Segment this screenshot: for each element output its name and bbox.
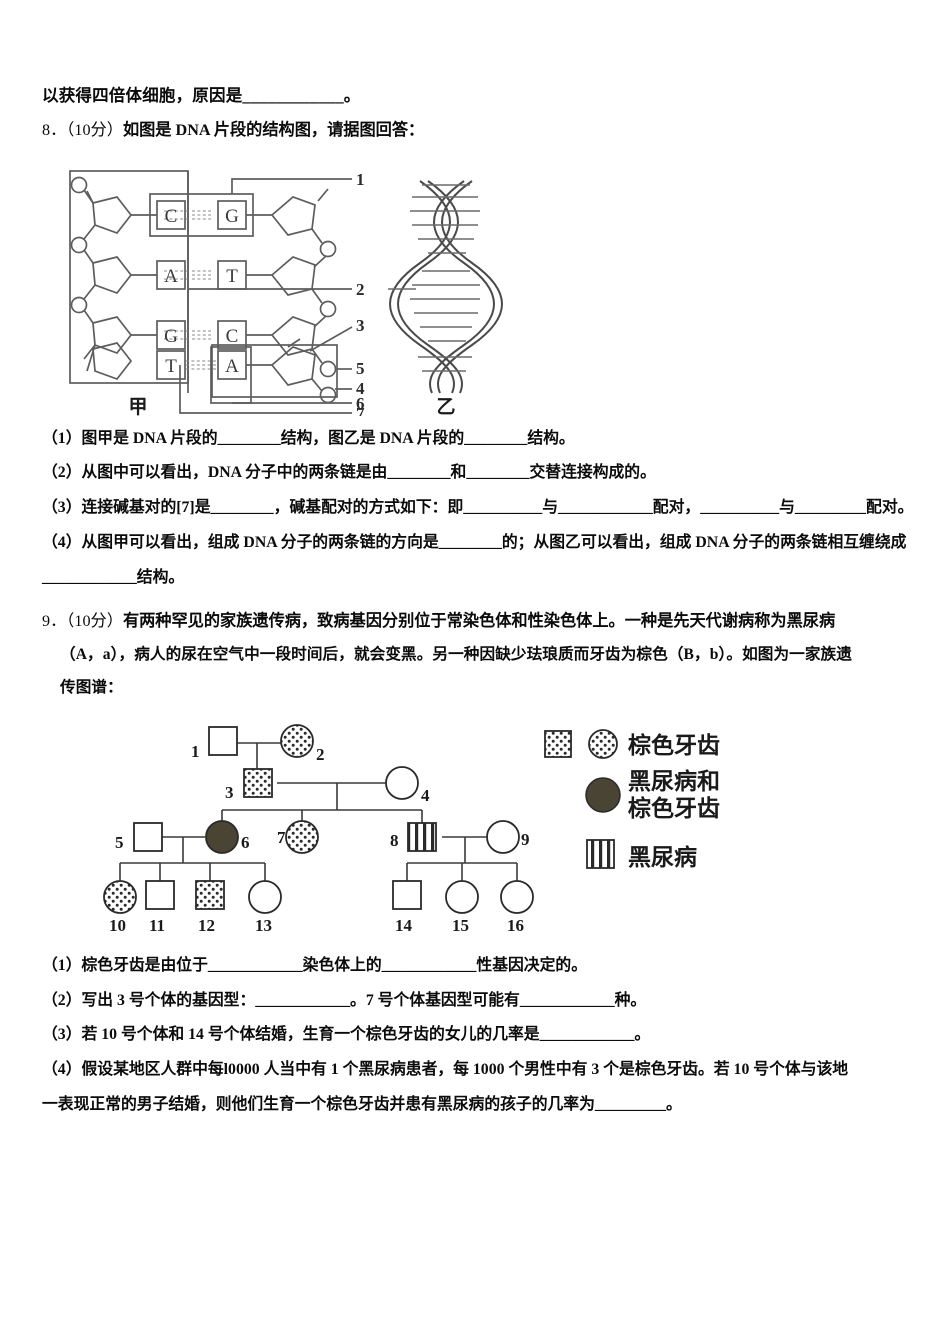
dna-callout-2: 2 — [356, 280, 365, 299]
legend-label-alkaptonuria: 黑尿病 — [628, 844, 697, 870]
question-8-sub-1: （1）图甲是 DNA 片段的________结构，图乙是 DNA 片段的____… — [42, 429, 575, 447]
dna-diagram-svg: C A G T G T C A 1 2 3 5 4 6 7 — [69, 170, 503, 416]
pedigree-individual-16 — [500, 879, 534, 914]
base-left-1: C — [165, 206, 178, 227]
legend-label-brown-teeth: 棕色牙齿 — [628, 732, 720, 758]
pedigree-label-14: 14 — [395, 916, 413, 935]
pedigree-label-10: 10 — [109, 916, 126, 935]
pedigree-individual-15 — [445, 879, 479, 914]
question-9-text-line-3: 传图谱： — [60, 679, 123, 697]
dna-caption-right: 乙 — [436, 397, 455, 416]
dna-callout-3: 3 — [356, 316, 365, 335]
pedigree-label-8: 8 — [390, 831, 399, 850]
legend-icon-brown-teeth-square — [544, 729, 572, 758]
base-left-4: T — [165, 356, 177, 377]
question-8-score: （10分） — [66, 121, 123, 140]
pedigree-individual-4 — [385, 765, 419, 800]
pedigree-individual-7 — [285, 819, 319, 854]
pedigree-individual-2 — [280, 723, 314, 758]
question-9-sub-2: （2）写出 3 号个体的基因型：____________。7 号个体基因型可能有… — [42, 991, 647, 1009]
base-left-3: G — [164, 326, 178, 347]
question-9-score: （10分） — [66, 612, 123, 631]
pedigree-label-3: 3 — [225, 783, 234, 802]
question-8-number: 8． — [42, 121, 67, 140]
legend-label-both-line1: 黑尿病和 — [628, 768, 720, 794]
pedigree-label-13: 13 — [255, 916, 272, 935]
base-right-1: G — [225, 206, 239, 227]
dna-callout-5: 5 — [356, 359, 365, 378]
question-9-text-line-1: 有两种罕见的家族遗传病，致病基因分别位于常染色体和性染色体上。一种是先天代谢病称… — [122, 612, 836, 631]
question-9-sub-4: （4）假设某地区人群中每l0000 人当中有 1 个黑尿病患者，每 1000 个… — [42, 1061, 849, 1079]
pedigree-label-2: 2 — [316, 745, 325, 764]
question-8-stem: 8．（10分）如图是 DNA 片段的结构图，请据图回答： — [42, 114, 915, 146]
question-9-sub-4-cont: 一表现正常的男子结婚，则他们生育一个棕色牙齿并患有黑尿病的孩子的几率为_____… — [42, 1095, 682, 1113]
dna-callout-7: 7 — [356, 404, 365, 416]
pedigree-figure: 1 2 3 4 5 6 7 8 9 10 11 12 13 14 15 16 — [87, 715, 787, 945]
pedigree-individual-9 — [486, 819, 520, 854]
dna-callout-4: 4 — [356, 379, 365, 398]
pedigree-label-11: 11 — [149, 916, 165, 935]
dna-caption-left: 甲 — [128, 397, 147, 416]
base-right-4: A — [225, 356, 239, 377]
pedigree-label-5: 5 — [115, 833, 124, 852]
pedigree-individual-8 — [407, 821, 437, 852]
dna-figure: C A G T G T C A 1 2 3 5 4 6 7 — [60, 161, 530, 416]
legend-icon-brown-teeth-circle — [588, 728, 618, 759]
base-right-3: C — [226, 326, 239, 347]
pedigree-individual-12 — [195, 879, 225, 910]
pedigree-individual-6 — [205, 819, 239, 854]
pedigree-label-12: 12 — [198, 916, 215, 935]
question-8-text: 如图是 DNA 片段的结构图，请据图回答： — [122, 121, 425, 140]
pedigree-individual-3 — [243, 767, 273, 798]
pedigree-label-7: 7 — [277, 828, 286, 847]
pedigree-individual-5 — [133, 821, 163, 852]
question-9-sub-1: （1）棕色牙齿是由位于____________染色体上的____________… — [42, 956, 587, 974]
intro-line: 以获得四倍体细胞，原因是____________。 — [42, 86, 361, 105]
question-9-number: 9． — [42, 612, 67, 631]
pedigree-individual-14 — [392, 879, 422, 910]
pedigree-individual-10 — [103, 879, 137, 914]
dna-callout-6: 6 — [356, 394, 365, 413]
question-8-sub-2: （2）从图中可以看出，DNA 分子中的两条链是由________和_______… — [42, 464, 656, 482]
base-left-2: A — [164, 266, 178, 287]
pedigree-label-15: 15 — [452, 916, 469, 935]
question-8-sub-4: （4）从图甲可以看出，组成 DNA 分子的两条链的方向是________的；从图… — [42, 533, 907, 586]
pedigree-label-9: 9 — [521, 830, 530, 849]
pedigree-individual-13 — [248, 879, 282, 914]
legend-label-both-line2: 棕色牙齿 — [628, 795, 720, 821]
question-9-stem: 9．（10分）有两种罕见的家族遗传病，致病基因分别位于常染色体和性染色体上。一种… — [42, 605, 915, 637]
pedigree-label-4: 4 — [421, 786, 430, 805]
pedigree-diagram-svg: 1 2 3 4 5 6 7 8 9 10 11 12 13 14 15 16 — [103, 723, 720, 935]
pedigree-label-16: 16 — [507, 916, 524, 935]
base-right-2: T — [226, 266, 238, 287]
pedigree-label-6: 6 — [241, 833, 250, 852]
question-9-text-line-2: （A，a），病人的尿在空气中一段时间后，就会变黑。另一种因缺少珐琅质而牙齿为棕色… — [60, 645, 852, 663]
legend-icon-both — [585, 777, 621, 813]
pedigree-individual-1 — [208, 725, 238, 756]
pedigree-legend — [544, 728, 621, 869]
legend-icon-alkaptonuria — [586, 838, 615, 869]
question-9-sub-3: （3）若 10 号个体和 14 号个体结婚，生育一个棕色牙齿的女儿的几率是___… — [42, 1026, 651, 1044]
dna-callout-1: 1 — [356, 170, 365, 189]
pedigree-individual-11 — [145, 879, 175, 910]
pedigree-label-1: 1 — [191, 742, 200, 761]
question-8-sub-3: （3）连接碱基对的[7]是________，碱基配对的方式如下：即_______… — [42, 499, 914, 517]
